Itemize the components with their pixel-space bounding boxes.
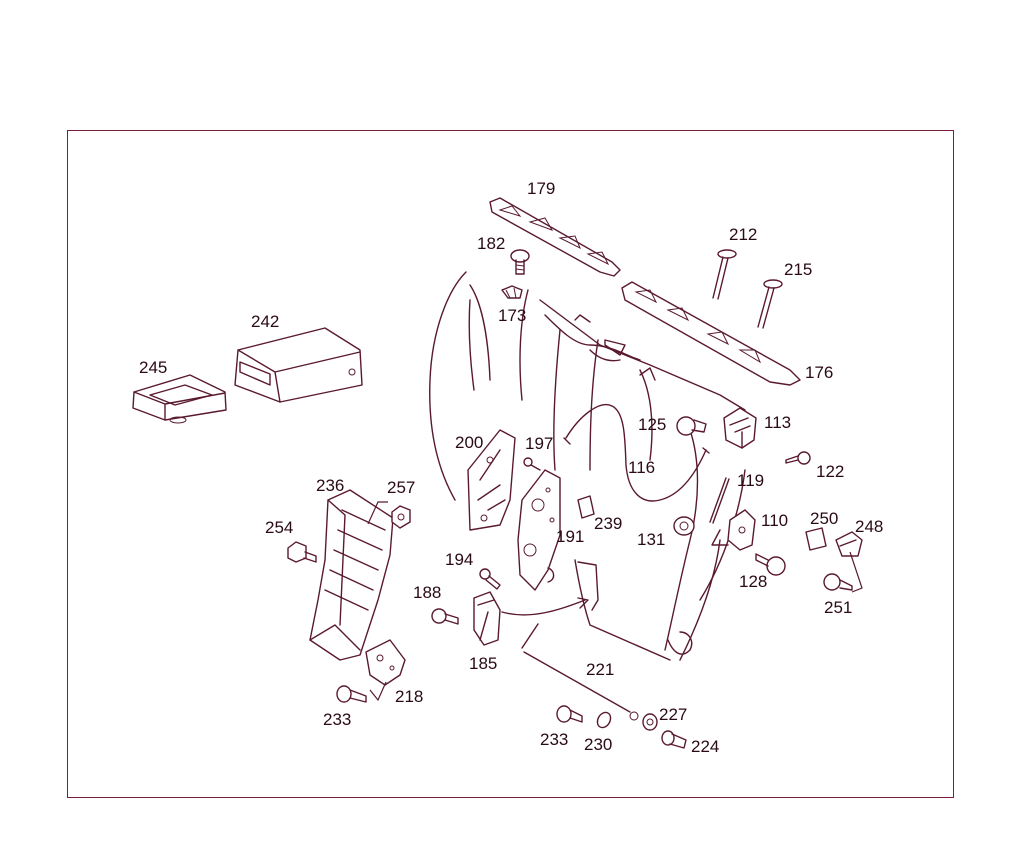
callout-label-119: 119 bbox=[737, 471, 764, 490]
callout-label-188: 188 bbox=[413, 583, 441, 602]
part-176-rail bbox=[621, 281, 801, 386]
part-212-pin bbox=[712, 249, 737, 300]
part-248-clip bbox=[835, 531, 863, 557]
part-173-clip bbox=[501, 285, 523, 299]
part-245-tray bbox=[132, 374, 227, 424]
callout-label-212: 212 bbox=[729, 225, 757, 244]
callout-label-242: 242 bbox=[251, 312, 279, 331]
seat-back-frame bbox=[429, 271, 746, 661]
part-218-plate bbox=[365, 639, 406, 702]
callout-label-236: 236 bbox=[316, 476, 344, 495]
callout-label-197: 197 bbox=[525, 434, 553, 453]
callout-label-194: 194 bbox=[445, 550, 473, 569]
callout-label-250: 250 bbox=[810, 509, 838, 528]
part-182-screw bbox=[510, 249, 530, 275]
callout-label-179: 179 bbox=[527, 179, 555, 198]
callout-label-230: 230 bbox=[584, 735, 612, 754]
callout-label-257: 257 bbox=[387, 478, 415, 497]
part-250-block bbox=[805, 527, 827, 551]
part-239-clip bbox=[577, 495, 595, 519]
part-227-bushing bbox=[642, 713, 658, 731]
part-116-cable bbox=[563, 404, 710, 502]
callout-label-116: 116 bbox=[628, 458, 655, 477]
callout-labels: 179 182 173 212 215 176 242 245 125 113 116 122 200 1… bbox=[139, 179, 883, 756]
part-197-screw bbox=[523, 457, 541, 471]
part-242-box bbox=[234, 327, 363, 403]
callout-label-224: 224 bbox=[691, 737, 719, 756]
part-254-bolt bbox=[287, 541, 317, 563]
part-233-bolt-left bbox=[336, 685, 367, 703]
callout-label-233: 233 bbox=[323, 710, 351, 729]
callout-label-110: 110 bbox=[761, 511, 788, 530]
diagram-frame bbox=[67, 130, 954, 798]
part-257-nut bbox=[367, 501, 411, 529]
part-194-screw bbox=[479, 568, 501, 590]
callout-label-251: 251 bbox=[824, 598, 852, 617]
callout-label-191: 191 bbox=[556, 527, 584, 546]
part-122-screw bbox=[785, 451, 811, 465]
part-185-bracket bbox=[473, 591, 589, 646]
callout-label-173: 173 bbox=[498, 306, 526, 325]
part-113-latch bbox=[723, 407, 757, 449]
part-221-rod bbox=[521, 623, 639, 721]
callout-label-113: 113 bbox=[764, 413, 791, 432]
callout-label-200: 200 bbox=[455, 433, 483, 452]
callout-label-182: 182 bbox=[477, 234, 505, 253]
part-110-hinge bbox=[711, 509, 756, 551]
part-230-washer bbox=[596, 711, 612, 729]
part-119-rod bbox=[709, 477, 730, 524]
callout-label-248: 248 bbox=[855, 517, 883, 536]
callout-label-215: 215 bbox=[784, 260, 812, 279]
part-128-bolt bbox=[755, 553, 786, 576]
callout-label-131: 131 bbox=[637, 530, 665, 549]
callout-label-125: 125 bbox=[638, 415, 666, 434]
part-131-washer bbox=[673, 516, 695, 536]
part-179-rail bbox=[489, 197, 621, 277]
callout-label-128: 128 bbox=[739, 572, 767, 591]
part-188-bolt bbox=[431, 608, 459, 625]
callout-label-227: 227 bbox=[659, 705, 687, 724]
callout-label-218: 218 bbox=[395, 687, 423, 706]
part-125-bolt bbox=[676, 416, 707, 436]
callout-label-122: 122 bbox=[816, 462, 844, 481]
callout-label-185: 185 bbox=[469, 654, 497, 673]
callout-label-239: 239 bbox=[594, 514, 622, 533]
part-215-pin bbox=[757, 279, 783, 329]
part-224-pin bbox=[661, 730, 687, 749]
callout-label-245: 245 bbox=[139, 358, 167, 377]
part-236-panel bbox=[309, 489, 394, 661]
callout-label-176: 176 bbox=[805, 363, 833, 382]
part-200-bracket bbox=[467, 429, 516, 531]
part-251-bolt bbox=[823, 551, 863, 593]
callout-label-233: 233 bbox=[540, 730, 568, 749]
callout-label-254: 254 bbox=[265, 518, 293, 537]
part-191-hinge bbox=[517, 469, 561, 591]
callout-label-221: 221 bbox=[586, 660, 614, 679]
part-233-bolt-bottom bbox=[556, 705, 583, 723]
